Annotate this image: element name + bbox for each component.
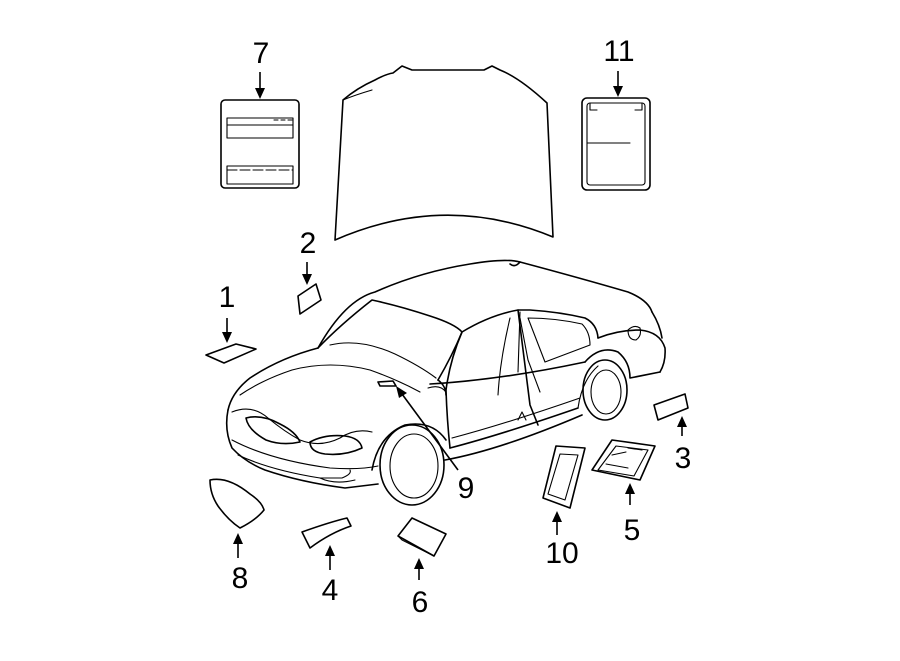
callout-9: 9 (458, 472, 475, 505)
arrow-2 (302, 262, 312, 285)
arrow-4 (325, 545, 335, 570)
callout-3: 3 (675, 442, 692, 475)
arrow-9 (396, 386, 459, 471)
label-8 (209, 478, 265, 529)
label-1 (205, 343, 257, 364)
callout-6: 6 (412, 586, 429, 619)
label-6 (397, 517, 447, 557)
callout-10: 10 (545, 537, 578, 570)
arrow-6 (414, 558, 424, 580)
car-body (225, 259, 666, 506)
arrow-8 (233, 533, 243, 558)
callout-4: 4 (322, 574, 339, 607)
hood (334, 65, 554, 241)
callout-11: 11 (603, 35, 634, 68)
callout-8: 8 (232, 562, 249, 595)
arrow-10 (552, 511, 562, 535)
callout-7: 7 (253, 37, 270, 70)
arrow-1 (222, 318, 232, 343)
callout-2: 2 (300, 227, 317, 260)
emission-label-7 (220, 99, 300, 189)
callout-5: 5 (624, 514, 641, 547)
label-4 (301, 517, 352, 549)
arrow-11 (613, 71, 623, 97)
callout-1: 1 (219, 281, 236, 314)
certification-label-11 (581, 97, 651, 191)
arrow-7 (255, 72, 265, 99)
label-5 (591, 439, 656, 481)
arrow-5 (625, 483, 635, 505)
label-3 (653, 393, 689, 421)
arrow-3 (677, 416, 687, 436)
label-10 (542, 445, 586, 509)
label-2 (297, 283, 322, 315)
